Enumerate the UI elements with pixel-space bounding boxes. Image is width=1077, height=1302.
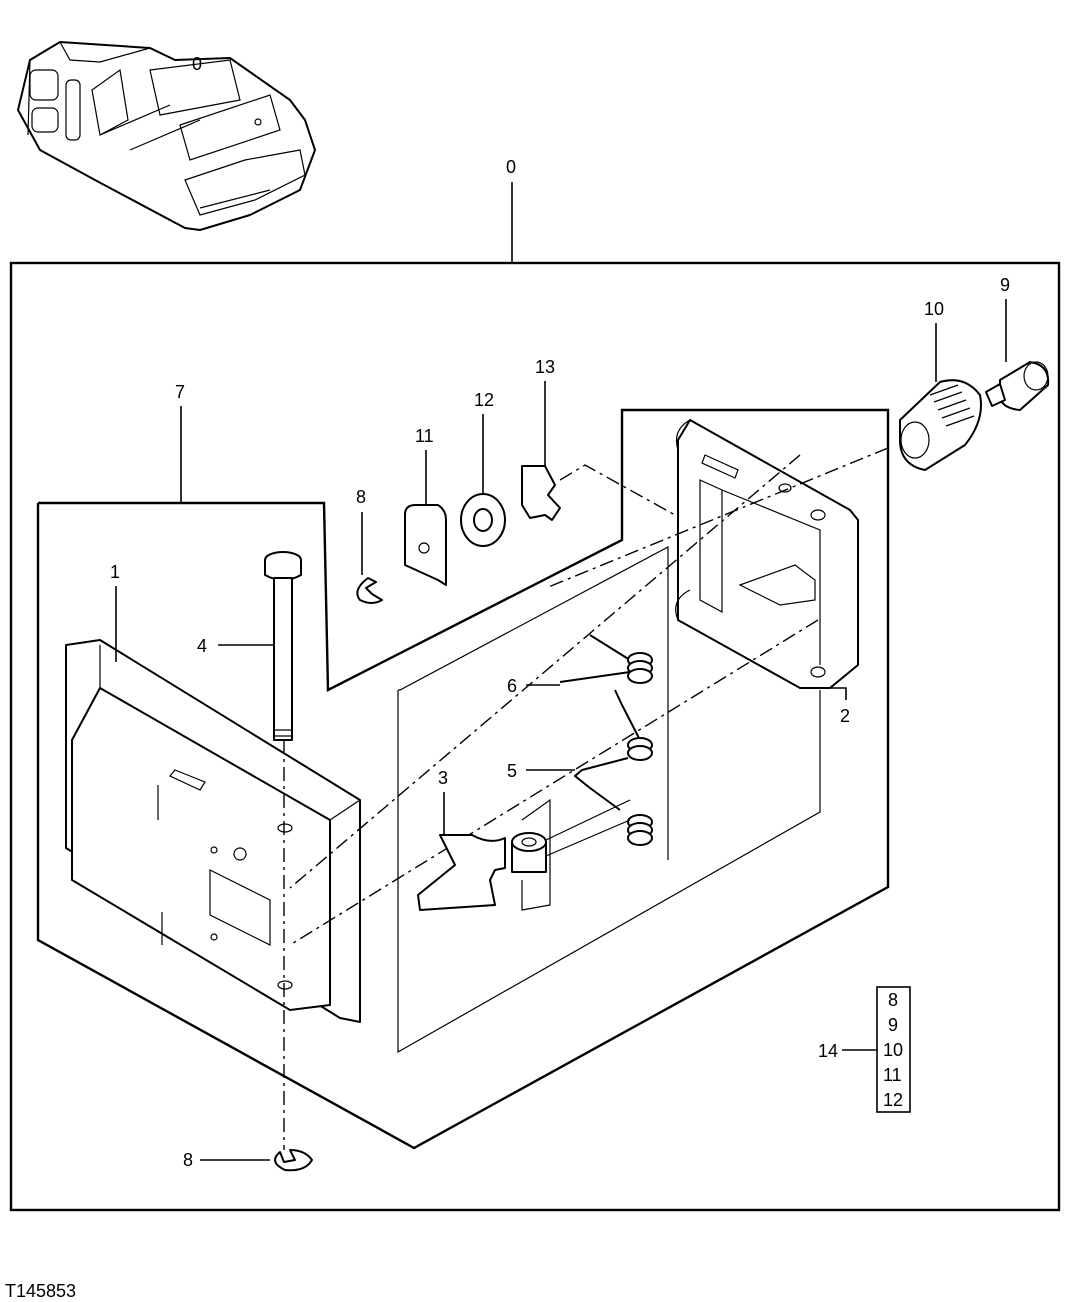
callout-10: 10 — [924, 299, 944, 319]
part-1-latch-housing — [65, 639, 361, 1023]
part-4-pin — [264, 551, 302, 741]
part-12-washer — [460, 493, 506, 547]
part-3-latch-lever — [417, 798, 551, 911]
part-10-threaded-bushing — [899, 379, 982, 471]
callout-6: 6 — [507, 676, 517, 696]
excavator-overview-illustration: 0 — [17, 41, 316, 231]
kit-item-8: 8 — [888, 990, 898, 1010]
part-5-spring — [574, 689, 653, 846]
part-6-spring — [559, 634, 653, 684]
kit-item-12: 12 — [883, 1090, 903, 1110]
callout-8-top: 8 — [356, 487, 366, 507]
part-13-clip — [521, 465, 561, 521]
assembly-frame — [9, 261, 1061, 1212]
callout-4: 4 — [197, 636, 207, 656]
callout-0: 0 — [506, 157, 516, 177]
part-9-plunger — [985, 361, 1050, 411]
part-8-snap-ring-bottom — [274, 1149, 313, 1172]
part-8-snap-ring-top — [356, 577, 383, 604]
figure-id: T145853 — [5, 1281, 76, 1301]
part-2-bracket — [675, 419, 859, 689]
subassembly-7-outline — [36, 408, 890, 1150]
callout-1: 1 — [110, 562, 120, 582]
callout-3: 3 — [438, 768, 448, 788]
callout-14: 14 — [818, 1041, 838, 1061]
callout-0-inset: 0 — [192, 54, 202, 74]
kit-item-11: 11 — [883, 1065, 902, 1085]
callout-12: 12 — [474, 390, 494, 410]
callout-11: 11 — [415, 426, 434, 446]
callout-7: 7 — [175, 382, 185, 402]
kit-item-10: 10 — [883, 1040, 903, 1060]
part-11-plate — [404, 504, 447, 586]
callout-9: 9 — [1000, 275, 1010, 295]
callout-8-bottom: 8 — [183, 1150, 193, 1170]
callout-2: 2 — [840, 706, 850, 726]
callout-13: 13 — [535, 357, 555, 377]
kit-item-9: 9 — [888, 1015, 898, 1035]
callout-5: 5 — [507, 761, 517, 781]
kit-14-group: 8 9 10 11 12 — [876, 986, 911, 1113]
